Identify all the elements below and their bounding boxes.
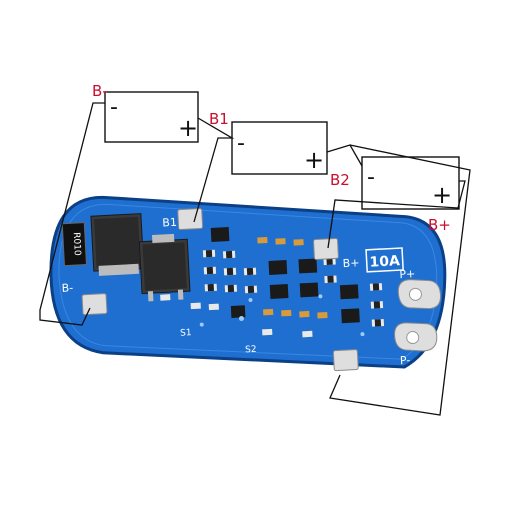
- pad-b2[interactable]: B2: [332, 348, 380, 383]
- wires: [39, 102, 471, 416]
- battery-3: - +: [361, 156, 460, 210]
- ic-array: [210, 227, 360, 324]
- pad-b-plus[interactable]: B+: [313, 237, 360, 271]
- vias: [199, 294, 365, 337]
- label-b-plus: B+: [428, 216, 451, 234]
- svg-text:B+: B+: [342, 256, 359, 270]
- pcb-board: R010: [49, 195, 447, 383]
- mosfet-1: [90, 213, 145, 276]
- svg-text:P+: P+: [399, 267, 416, 281]
- battery-1-negative: -: [110, 95, 118, 120]
- pad-b-minus[interactable]: B-: [61, 280, 108, 316]
- label-b-minus: B-: [92, 82, 108, 100]
- battery-3-negative: -: [367, 165, 375, 190]
- wire-b2-link: [326, 144, 363, 167]
- board-outline: [49, 195, 447, 369]
- battery-1-positive: +: [178, 114, 198, 142]
- resistor-marking: R010: [71, 232, 82, 256]
- wire-b-minus: [39, 102, 105, 326]
- pad-p-minus[interactable]: P-: [394, 321, 438, 367]
- svg-text:B2: B2: [364, 368, 379, 382]
- svg-text:B-: B-: [61, 281, 73, 295]
- shunt-resistor: R010: [61, 222, 87, 267]
- label-b1: B1: [209, 110, 229, 128]
- wire-b-plus: [327, 180, 466, 249]
- wire-b2: [329, 144, 471, 416]
- battery-1: - +: [104, 91, 199, 143]
- current-rating-label: 10A: [369, 253, 400, 271]
- pad-p-plus[interactable]: P+: [397, 266, 442, 310]
- mosfet-2: [138, 233, 191, 302]
- label-b2: B2: [330, 171, 350, 189]
- svg-text:P-: P-: [400, 354, 411, 368]
- svg-text:B1: B1: [162, 216, 177, 230]
- current-rating-badge: 10A: [365, 247, 404, 273]
- battery-3-positive: +: [432, 181, 452, 209]
- switch-s1-label: S1: [180, 328, 192, 339]
- wire-b1: [193, 117, 235, 223]
- wire-labels: B- B1 B2 B+: [92, 82, 451, 234]
- battery-2-positive: +: [304, 146, 324, 174]
- battery-2-negative: -: [237, 131, 245, 156]
- battery-2: - +: [231, 121, 328, 175]
- switch-s2-label: S2: [245, 345, 257, 356]
- smd-components: [160, 237, 385, 338]
